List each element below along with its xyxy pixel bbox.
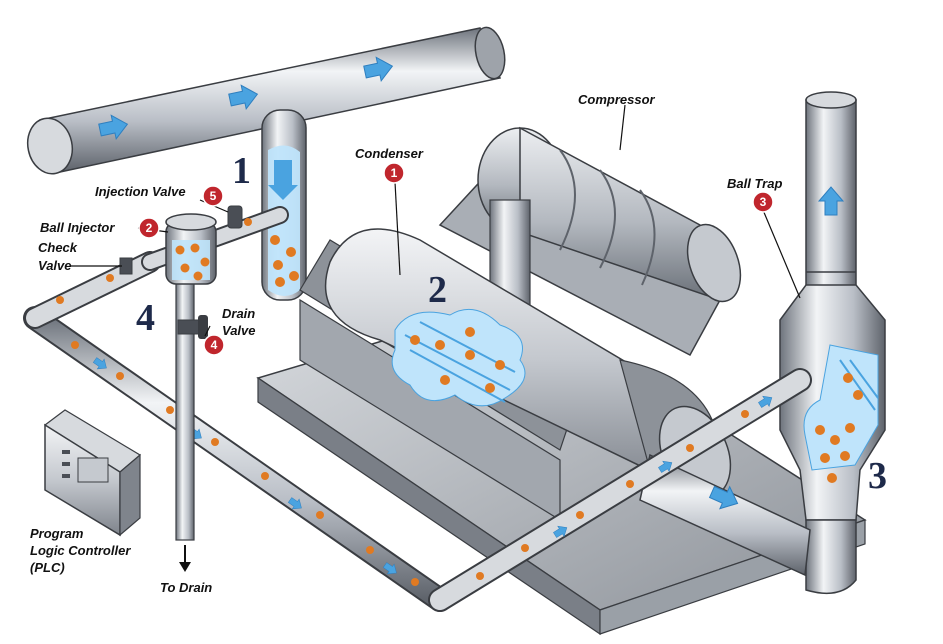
badge-ball-injector: 2 <box>138 217 160 239</box>
drain-valve-label-line1: Drain <box>222 306 255 321</box>
plc-label-line1: Program <box>30 526 84 541</box>
compressor <box>438 126 742 357</box>
badge-ball-trap-number: 3 <box>760 195 767 209</box>
ball-injector <box>119 205 243 541</box>
plc-label-line2: Logic Controller <box>30 543 131 558</box>
drain-valve-label-line2: Valve <box>222 323 256 338</box>
badge-injection-valve: 5 <box>202 185 224 207</box>
badge-ball-trap: 3 <box>752 191 774 213</box>
ball-injector-label: Ball Injector <box>40 220 115 235</box>
badge-drain-valve-number: 4 <box>211 338 218 352</box>
condenser-label: Condenser <box>355 146 424 161</box>
injection-valve-label: Injection Valve <box>95 184 186 199</box>
badge-condenser: 1 <box>383 162 405 184</box>
stage-number-3: 3 <box>868 455 887 497</box>
badge-condenser-number: 1 <box>391 166 398 180</box>
badge-ball-injector-number: 2 <box>146 221 153 235</box>
check-valve-label-line1: Check <box>38 240 78 255</box>
stage-number-2: 2 <box>428 269 447 311</box>
ball-trap-label: Ball Trap <box>727 176 782 191</box>
compressor-label: Compressor <box>578 92 656 107</box>
to-drain-label: To Drain <box>160 580 212 595</box>
inlet-riser-pipe <box>261 109 307 301</box>
plc-unit <box>43 409 142 537</box>
stage-number-1: 1 <box>232 150 251 192</box>
badge-drain-valve: 4 <box>203 334 225 356</box>
ball-trap <box>779 91 886 595</box>
arrow-down-icon <box>179 545 191 572</box>
leader-lines <box>70 104 801 337</box>
stage-number-4: 4 <box>136 297 155 339</box>
badge-injection-valve-number: 5 <box>210 189 217 203</box>
plc-label-line3: (PLC) <box>30 560 65 575</box>
check-valve-label-line2: Valve <box>38 258 72 273</box>
